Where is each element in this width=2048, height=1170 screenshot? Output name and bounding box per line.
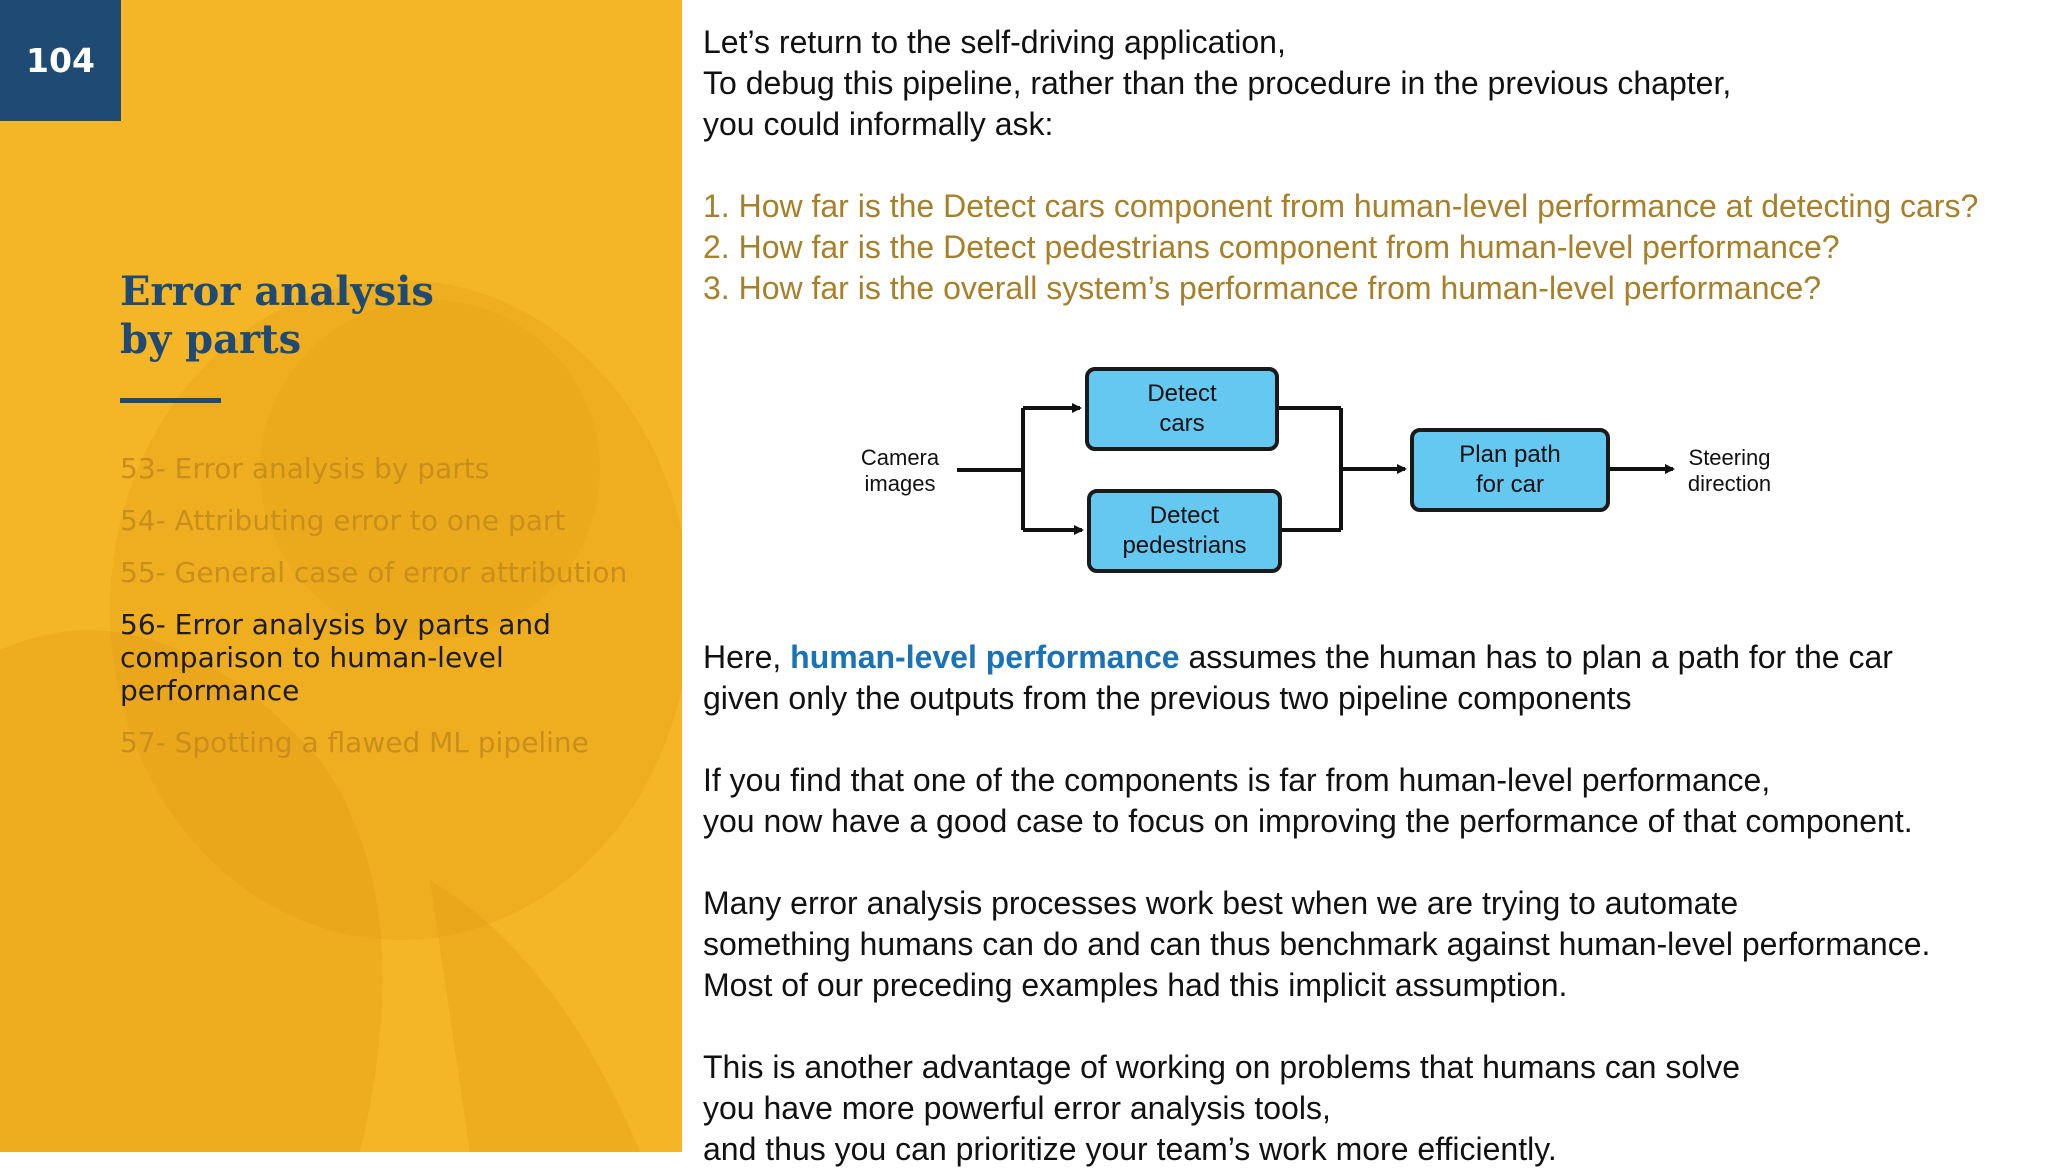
chapter-link-54[interactable]: 54- Attributing error to one part bbox=[120, 504, 566, 537]
advantage-paragraph-line-2: you have more powerful error analysis to… bbox=[703, 1090, 1331, 1126]
pipeline-connectors bbox=[957, 403, 1675, 535]
processes-paragraph-line-1: Many error analysis processes work best … bbox=[703, 885, 1739, 921]
title-underline bbox=[120, 398, 221, 403]
question-3: 3. How far is the overall system’s perfo… bbox=[703, 270, 1822, 306]
components-paragraph-line-1: If you find that one of the components i… bbox=[703, 762, 1771, 798]
human-level-paragraph-line-1: Here, human-level performance assumes th… bbox=[703, 639, 1893, 675]
background-photo bbox=[0, 280, 682, 1152]
chapter-link-53[interactable]: 53- Error analysis by parts bbox=[120, 452, 490, 485]
main-content: Let’s return to the self-driving applica… bbox=[703, 22, 2033, 1170]
processes-paragraph-line-2: something humans can do and can thus ben… bbox=[703, 926, 1931, 962]
section-title: Error analysis by parts bbox=[120, 268, 434, 364]
advantage-paragraph-line-3: and thus you can prioritize your team’s … bbox=[703, 1131, 1557, 1167]
intro-line-3: you could informally ask: bbox=[703, 106, 1054, 142]
section-title-line-1: Error analysis bbox=[120, 268, 434, 315]
intro-line-2: To debug this pipeline, rather than the … bbox=[703, 65, 1732, 101]
processes-paragraph-line-3: Most of our preceding examples had this … bbox=[703, 967, 1568, 1003]
question-list: 1. How far is the Detect cars component … bbox=[703, 186, 2033, 309]
chapter-list: 53- Error analysis by parts 54- Attribut… bbox=[120, 452, 660, 778]
question-2: 2. How far is the Detect pedestrians com… bbox=[703, 229, 1840, 265]
chapter-link-57[interactable]: 57- Spotting a flawed ML pipeline bbox=[120, 726, 589, 759]
chapter-link-56-current[interactable]: 56- Error analysis by parts and comparis… bbox=[120, 608, 551, 707]
section-title-line-2: by parts bbox=[120, 316, 302, 363]
question-1: 1. How far is the Detect cars component … bbox=[703, 188, 1979, 224]
sidebar: 104 Error analysis by parts 53- Error an… bbox=[0, 0, 682, 1152]
human-level-performance-highlight: human-level performance bbox=[790, 639, 1180, 675]
page-number-badge: 104 bbox=[0, 0, 121, 121]
human-level-paragraph-line-2: given only the outputs from the previous… bbox=[703, 680, 1632, 716]
chapter-link-55[interactable]: 55- General case of error attribution bbox=[120, 556, 628, 589]
intro-line-1: Let’s return to the self-driving applica… bbox=[703, 24, 1286, 60]
advantage-paragraph-line-1: This is another advantage of working on … bbox=[703, 1049, 1741, 1085]
components-paragraph-line-2: you now have a good case to focus on imp… bbox=[703, 803, 1913, 839]
